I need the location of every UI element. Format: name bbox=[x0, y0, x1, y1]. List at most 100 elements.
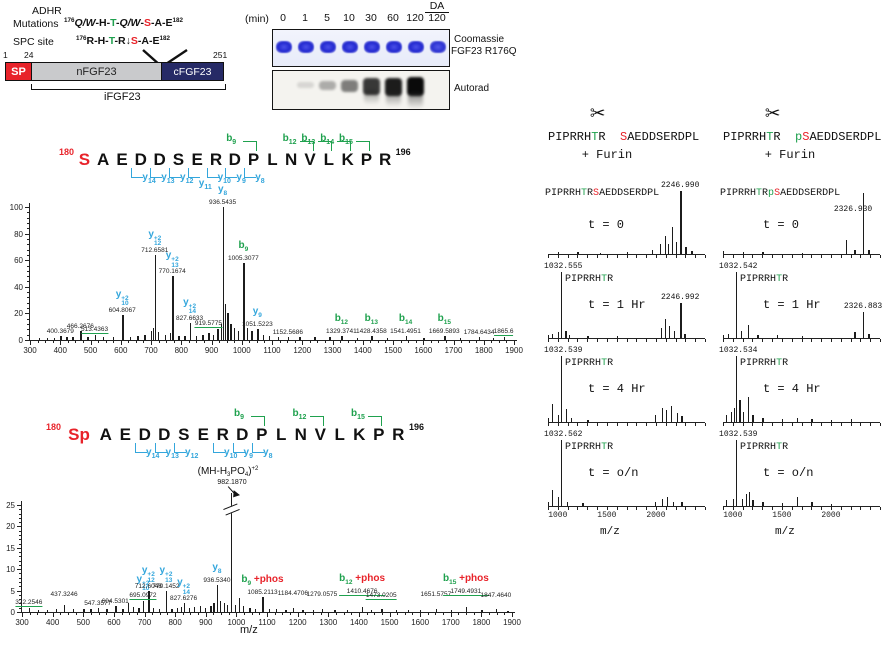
peak bbox=[268, 336, 271, 340]
coomassie-band bbox=[363, 41, 380, 53]
x-tick bbox=[45, 341, 47, 344]
residue-L: L bbox=[267, 150, 278, 169]
mini-tick bbox=[626, 339, 628, 342]
x-tick-label: 400 bbox=[45, 618, 60, 627]
mini-tick bbox=[772, 423, 774, 426]
mini-tick bbox=[636, 423, 638, 426]
mini-tick bbox=[626, 255, 628, 258]
x-tick bbox=[473, 613, 475, 616]
y-tick bbox=[19, 560, 21, 562]
x-tick bbox=[468, 341, 470, 344]
mini-tick bbox=[880, 507, 881, 510]
peak bbox=[733, 407, 736, 422]
b-ion-bracket-label: b14 bbox=[320, 133, 335, 146]
y-ion-bracket-label: y14 bbox=[146, 447, 160, 460]
lane-label: 1 bbox=[302, 12, 308, 24]
peak bbox=[626, 251, 628, 254]
mini-x-tick-label: 1000 bbox=[723, 511, 743, 520]
x-tick bbox=[476, 341, 478, 344]
b-ion-bracket bbox=[318, 141, 333, 151]
mini-tick bbox=[870, 255, 872, 258]
mini-tick bbox=[860, 423, 862, 426]
x-tick bbox=[481, 613, 483, 617]
peak bbox=[742, 251, 745, 254]
peak bbox=[66, 337, 68, 340]
x-tick-label: 1500 bbox=[384, 346, 402, 355]
peak bbox=[762, 502, 764, 506]
residue-D: D bbox=[138, 425, 151, 444]
mini-tick bbox=[685, 507, 687, 510]
b-ion-bracket-label: b9 bbox=[234, 408, 245, 421]
x-tick bbox=[190, 613, 192, 616]
y-tick-label: 15 bbox=[6, 543, 15, 553]
peak-label: 604.5301 bbox=[102, 598, 129, 605]
peak bbox=[28, 607, 31, 612]
peak bbox=[830, 503, 833, 506]
peak bbox=[129, 336, 132, 340]
timepoint-label: t = 4 Hr bbox=[763, 382, 821, 396]
peak bbox=[278, 336, 280, 340]
peak bbox=[863, 312, 865, 338]
timepoint-label: t = o/n bbox=[588, 466, 639, 480]
mass-value: 1428.4358 bbox=[355, 328, 387, 335]
x-tick-label: 1500 bbox=[380, 618, 399, 627]
mass-value: 1005.3077 bbox=[227, 254, 259, 262]
mini-tick bbox=[781, 255, 783, 258]
mini-tick bbox=[685, 423, 687, 426]
mini-tick bbox=[577, 507, 579, 510]
ion-label: b12 bbox=[334, 313, 349, 327]
mini-tick bbox=[752, 507, 754, 510]
peak bbox=[659, 244, 662, 254]
adhr-mutation-sequence: 176Q/W-H-T-Q/W-S-A-E182 bbox=[64, 17, 184, 29]
autorad-gel bbox=[272, 70, 450, 110]
mini-tick bbox=[811, 255, 813, 258]
x-tick-label: 1900 bbox=[505, 346, 523, 355]
mass-value: 1847.4640 bbox=[480, 592, 512, 599]
y-tick bbox=[25, 233, 29, 235]
peak bbox=[561, 355, 563, 422]
mz-axis-label-left: m/z bbox=[600, 526, 620, 538]
x-tick bbox=[267, 613, 268, 617]
lane-label: 30 bbox=[365, 12, 377, 24]
mini-tick bbox=[597, 255, 599, 258]
peak bbox=[600, 252, 602, 254]
peak bbox=[435, 609, 438, 612]
y-tick-label: 80 bbox=[14, 229, 23, 239]
peak bbox=[565, 330, 567, 338]
peak bbox=[660, 327, 663, 338]
mz-axis-label-right: m/z bbox=[775, 526, 795, 538]
x-tick bbox=[198, 613, 200, 616]
b-ion-bracket-label: b9 bbox=[226, 133, 237, 146]
peak bbox=[216, 585, 219, 612]
x-tick-label: 1000 bbox=[227, 618, 246, 627]
peak bbox=[479, 337, 481, 340]
product-sequence-label: PIPRRHTR bbox=[565, 358, 614, 369]
x-tick bbox=[113, 341, 115, 344]
mini-tick bbox=[801, 507, 803, 510]
x-tick bbox=[320, 613, 322, 616]
peak-label: 1473.0205 bbox=[365, 592, 397, 600]
adhr-mutations-label: Mutations bbox=[13, 18, 59, 30]
mini-tick bbox=[567, 423, 569, 426]
x-tick bbox=[282, 613, 284, 616]
lane-label: 5 bbox=[324, 12, 330, 24]
mini-tick bbox=[850, 339, 852, 342]
peak bbox=[740, 330, 743, 338]
mini-tick bbox=[606, 423, 608, 426]
mini-tick bbox=[587, 339, 589, 342]
y-tick bbox=[17, 569, 21, 571]
x-tick bbox=[244, 613, 246, 616]
y-tick bbox=[17, 526, 21, 528]
peak bbox=[557, 251, 560, 254]
mini-tick bbox=[801, 423, 803, 426]
x-tick bbox=[37, 613, 39, 616]
mass-value: 712.6581 bbox=[141, 246, 169, 254]
timepoint-label: t = 4 Hr bbox=[588, 382, 646, 396]
ion-label: b9 +phos bbox=[241, 574, 284, 588]
mini-tick bbox=[577, 423, 579, 426]
